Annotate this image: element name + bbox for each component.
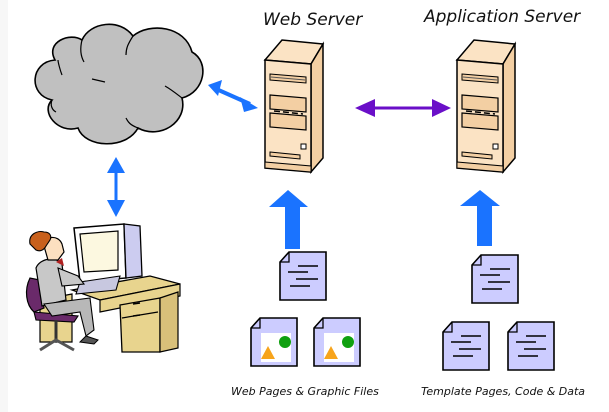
code-document-icon <box>442 321 490 371</box>
app-server-title: Application Server <box>424 7 581 27</box>
web-page-document-icon <box>279 251 327 301</box>
data-document-icon <box>507 321 555 371</box>
graphic-file-icon <box>250 317 298 367</box>
template-page-document-icon <box>471 254 519 304</box>
user-at-computer-icon <box>25 223 181 353</box>
graphic-file-icon <box>313 317 361 367</box>
internet-cloud-icon <box>34 23 204 145</box>
app-files-upload-arrow-icon <box>460 190 500 246</box>
web-files-upload-arrow-icon <box>269 190 308 249</box>
web-server-icon <box>264 39 324 173</box>
app-files-caption: Template Pages, Code & Data <box>421 385 586 398</box>
cloud-webserver-arrow-icon <box>208 80 258 112</box>
webserver-appserver-arrow-icon <box>355 99 451 117</box>
web-files-caption: Web Pages & Graphic Files <box>231 385 379 398</box>
left-margin-strip <box>0 0 8 412</box>
app-server-icon <box>456 39 516 173</box>
cloud-user-arrow-icon <box>107 157 125 217</box>
web-server-title: Web Server <box>263 10 363 30</box>
